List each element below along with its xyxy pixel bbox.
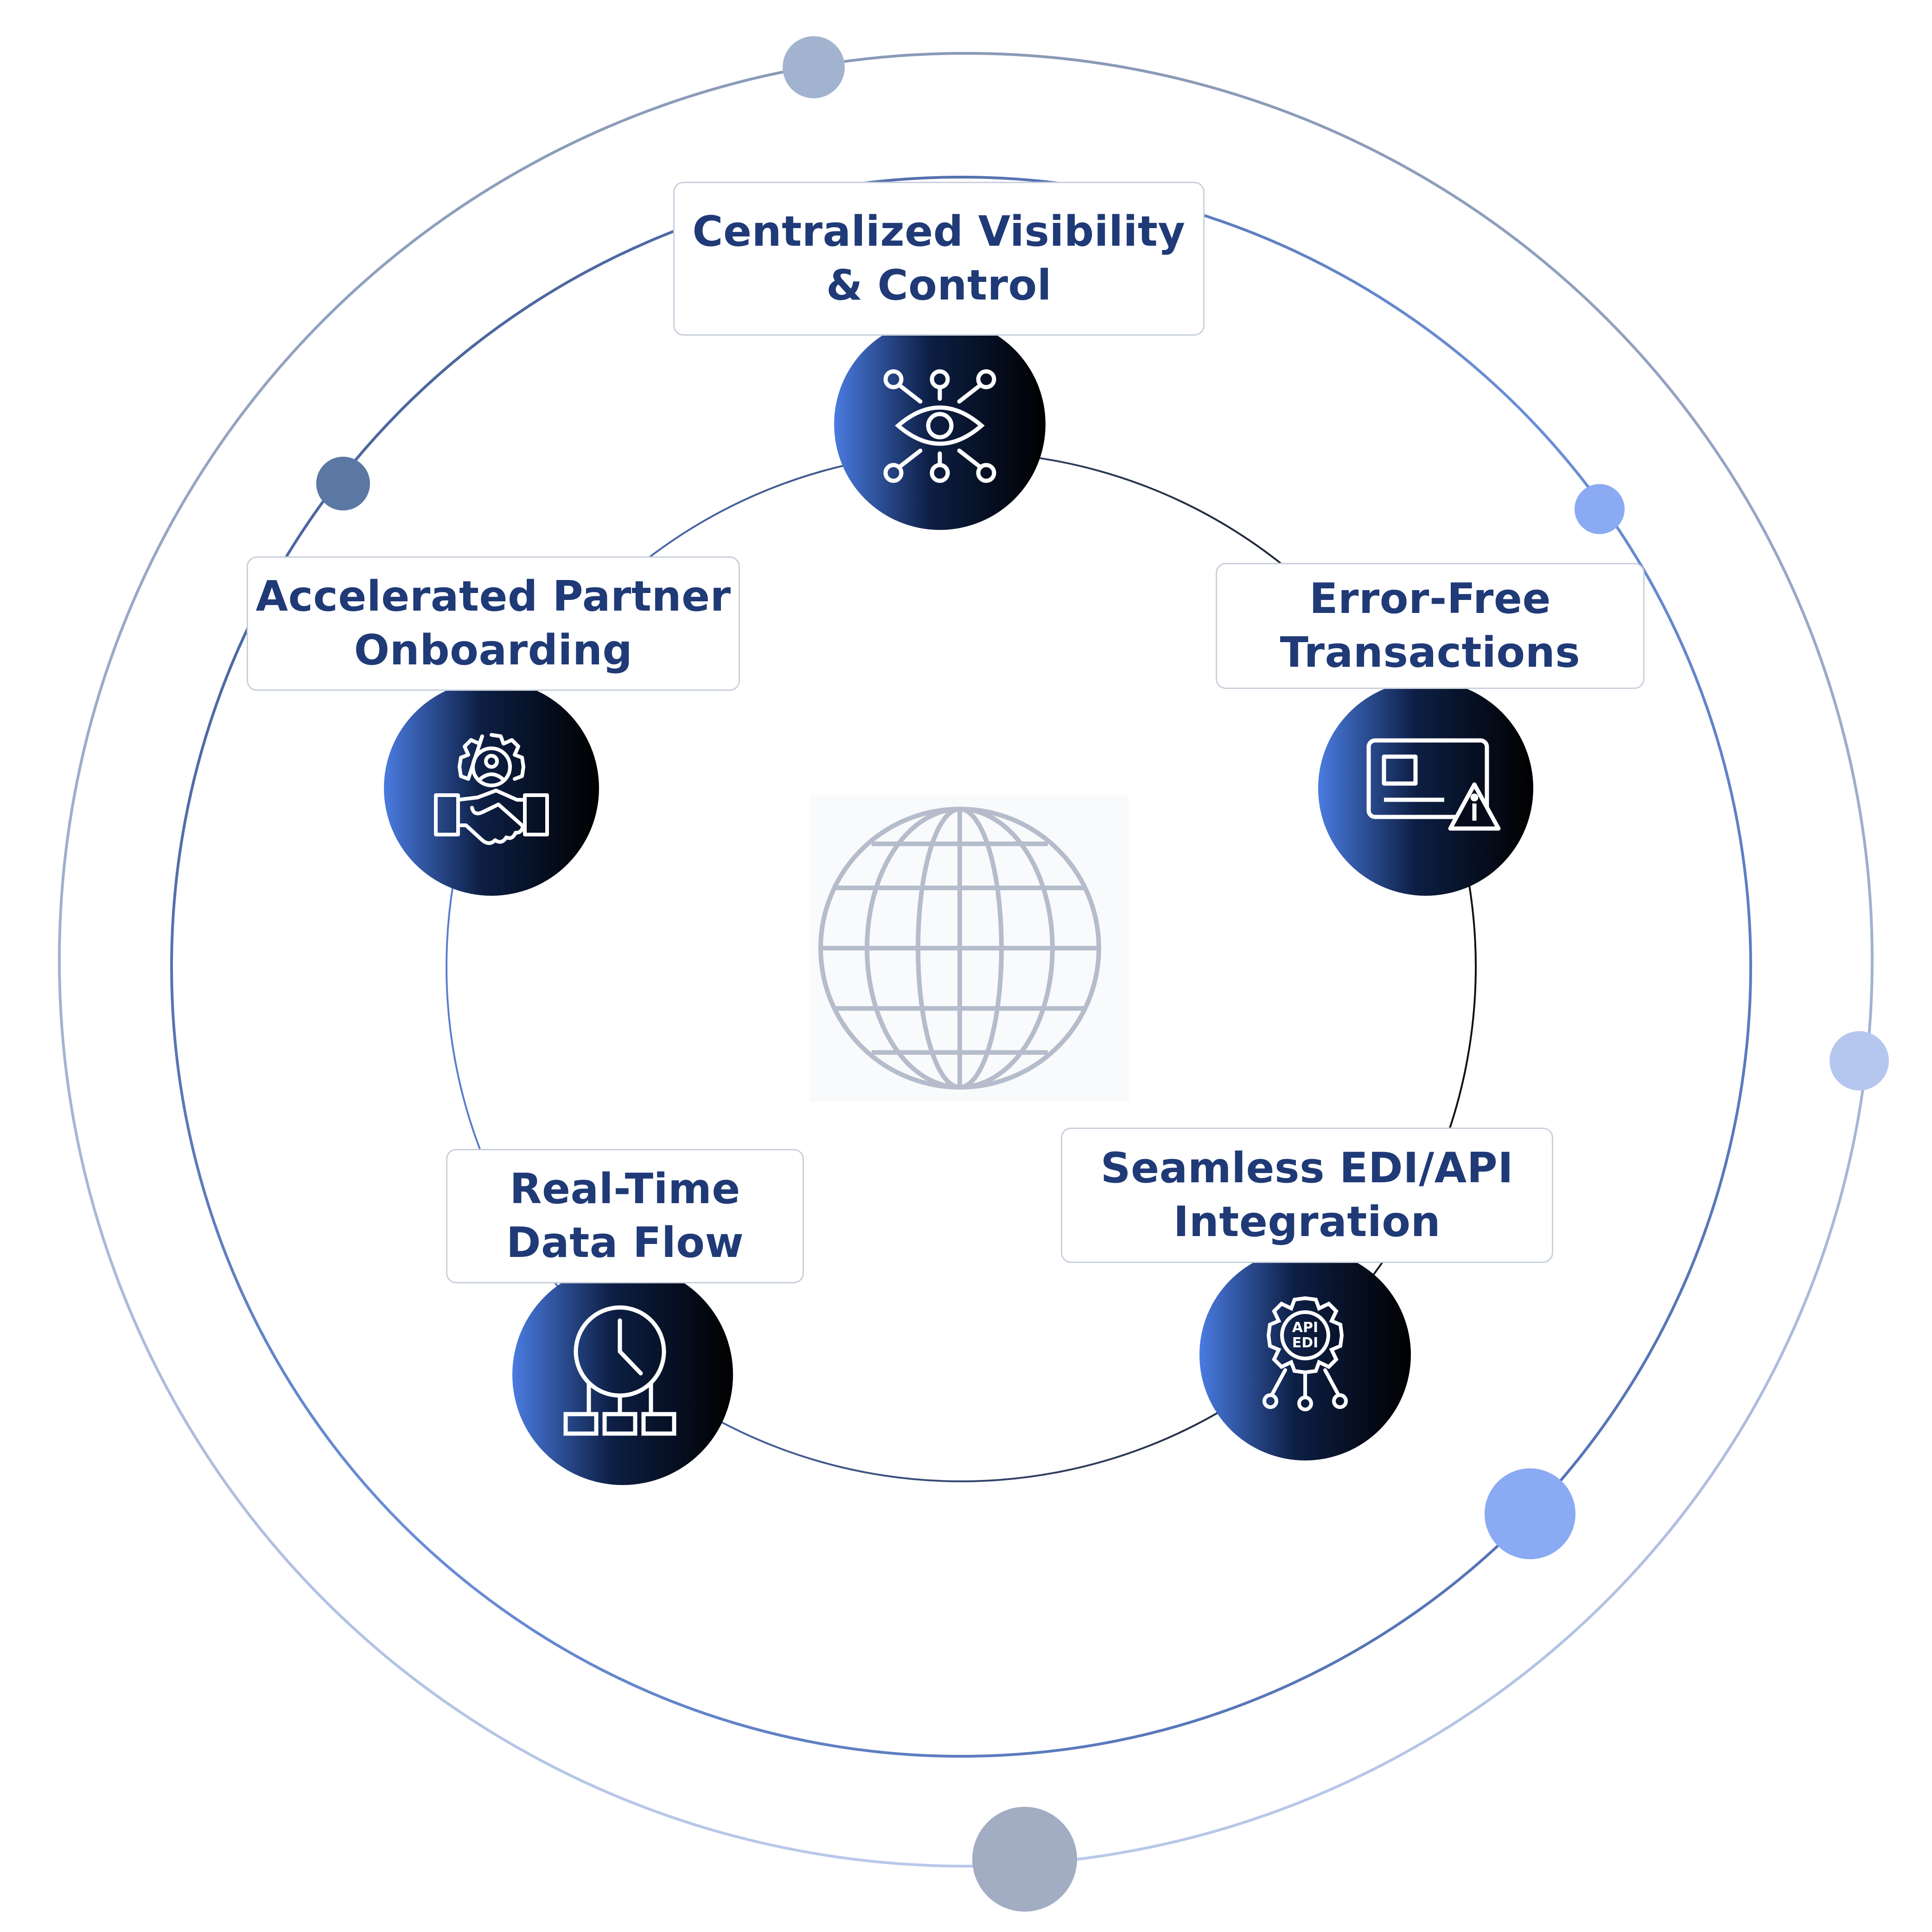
benefit-node-accelerated-onboarding bbox=[384, 681, 599, 896]
middle-orbit-ring bbox=[170, 176, 1752, 1758]
edi-icon-text: EDI bbox=[1292, 1335, 1319, 1351]
icon-circle bbox=[1318, 681, 1533, 896]
label-text: Accelerated Partner Onboarding bbox=[255, 572, 731, 675]
network-eye-icon bbox=[883, 369, 996, 483]
benefit-node-seamless-integration: API EDI bbox=[1199, 1249, 1411, 1460]
benefit-node-centralized-visibility bbox=[834, 319, 1046, 530]
icon-circle bbox=[512, 1264, 733, 1485]
icon-circle bbox=[834, 319, 1046, 530]
label-real-time: Real-Time Data Flow bbox=[446, 1149, 804, 1283]
benefit-node-error-free bbox=[1318, 681, 1533, 896]
label-text: Real-Time Data Flow bbox=[506, 1165, 744, 1267]
icon-circle bbox=[1199, 1249, 1411, 1460]
handshake-gear-icon bbox=[434, 733, 549, 845]
label-accelerated-onboarding: Accelerated Partner Onboarding bbox=[247, 556, 740, 691]
api-edi-gear-icon bbox=[1262, 1296, 1348, 1411]
clock-flow-icon bbox=[563, 1305, 676, 1436]
label-seamless-integration: Seamless EDI/API Integration bbox=[1061, 1128, 1553, 1263]
orbit-dot bbox=[1575, 484, 1625, 534]
globe-icon bbox=[809, 795, 1129, 1101]
orbit-dot bbox=[316, 457, 370, 510]
card-warning-icon bbox=[1366, 738, 1501, 831]
label-text: Seamless EDI/API Integration bbox=[1100, 1144, 1514, 1246]
orbit-dot bbox=[972, 1807, 1077, 1912]
benefit-node-real-time bbox=[512, 1264, 733, 1485]
api-icon-text: API bbox=[1292, 1320, 1318, 1336]
label-text: Error-Free Transactions bbox=[1280, 574, 1581, 677]
orbit-dot bbox=[783, 36, 845, 98]
orbit-dot bbox=[1485, 1468, 1575, 1559]
label-error-free: Error-Free Transactions bbox=[1216, 563, 1645, 689]
label-centralized-visibility: Centralized Visibility & Control bbox=[673, 182, 1205, 336]
orbit-dot bbox=[1830, 1031, 1889, 1090]
icon-circle bbox=[384, 681, 599, 896]
outer-orbit-ring bbox=[58, 52, 1874, 1868]
label-text: Centralized Visibility & Control bbox=[692, 207, 1186, 310]
